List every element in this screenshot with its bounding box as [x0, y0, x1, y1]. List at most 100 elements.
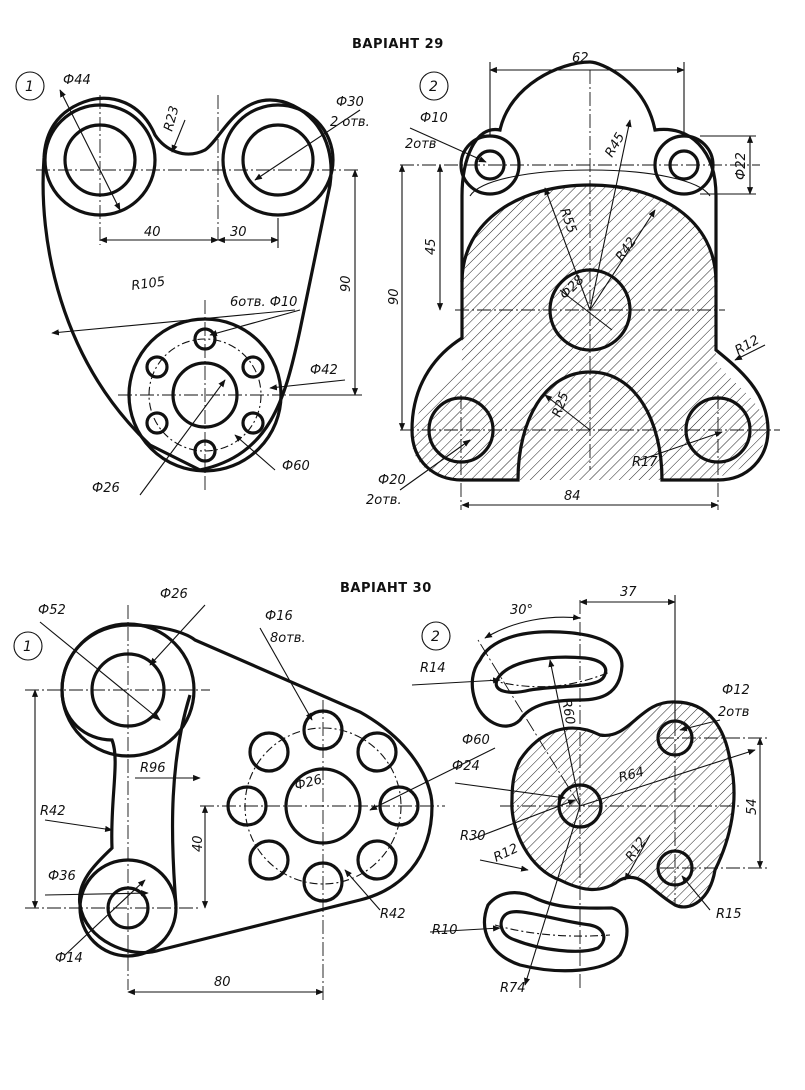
- part-1-drawing: 1: [13, 587, 496, 1000]
- dim-label: R15: [716, 907, 742, 922]
- bolt-hole: [248, 839, 290, 881]
- dim-label: R105: [130, 274, 166, 294]
- dim-label: R12: [733, 333, 763, 359]
- bolt-hole: [145, 355, 169, 379]
- dim-label: 30: [230, 225, 247, 240]
- leader-line: [429, 925, 501, 933]
- part-2-drawing: 2: [366, 51, 780, 510]
- dim-label: Ф42: [310, 363, 338, 378]
- part-number: 1: [25, 79, 34, 95]
- part-number-circle: [421, 621, 451, 651]
- dim-label: R60: [558, 698, 577, 726]
- leader-line: [149, 604, 206, 666]
- bolt-hole: [356, 839, 398, 881]
- dim-label: Ф52: [38, 603, 66, 618]
- dim-label: 30°: [510, 603, 533, 618]
- leader-line: [681, 875, 711, 911]
- part-outline: [41, 96, 333, 472]
- leader-line: [44, 819, 113, 833]
- leader-line: [269, 379, 346, 391]
- leader-line: [259, 627, 313, 721]
- leader-line: [544, 187, 591, 311]
- dim-label: Ф26: [293, 772, 324, 794]
- dim-label: Ф20: [378, 473, 406, 488]
- dim-label: Ф10: [420, 111, 448, 126]
- dim-label: Ф24: [452, 759, 480, 774]
- leader-line: [624, 834, 651, 881]
- leader-line: [411, 677, 501, 686]
- dim-label: R42: [380, 907, 406, 922]
- leader-line: [59, 89, 121, 211]
- dim-label: Ф60: [462, 733, 490, 748]
- dim-label: R14: [420, 661, 446, 676]
- part-1-drawing: 1: [15, 71, 370, 496]
- part-number-circle: [15, 71, 45, 101]
- dim-label: 2 отв.: [330, 115, 370, 130]
- arc-r74: [494, 924, 611, 937]
- dim-label: Ф16: [265, 609, 293, 624]
- leader-line: [579, 749, 756, 807]
- leader-line: [469, 799, 576, 841]
- leader-line: [679, 719, 721, 732]
- variant-title: ВАРІАНТ 30: [340, 581, 432, 596]
- leader-line: [639, 431, 723, 461]
- leader-line: [399, 439, 471, 491]
- slot-upper: [494, 655, 608, 694]
- leader-line: [171, 119, 186, 153]
- dim-label: R74: [500, 981, 526, 996]
- leader-line: [139, 379, 226, 496]
- part-number: 2: [429, 79, 438, 95]
- variant-30: ВАРІАНТ 30 1: [13, 581, 770, 1000]
- bolt-hole: [145, 411, 169, 435]
- dim-label: R42: [40, 804, 66, 819]
- dim-label: Ф12: [722, 683, 750, 698]
- leader-line: [589, 119, 632, 311]
- dim-label: 80: [214, 975, 231, 990]
- part-outline: [410, 60, 770, 482]
- part-number-circle: [13, 631, 43, 661]
- dim-label: 2отв.: [366, 493, 402, 508]
- leader-line: [44, 890, 149, 897]
- dim-label: Ф26: [92, 481, 120, 496]
- dim-label: Ф30: [336, 95, 364, 110]
- dim-label: 2отв: [718, 705, 749, 720]
- dim-label: 84: [564, 489, 581, 504]
- variant-title: ВАРІАНТ 29: [352, 37, 444, 52]
- leader-line: [544, 394, 591, 431]
- hole-phi30: [241, 123, 315, 197]
- hatched-section: [510, 700, 736, 909]
- dim-label: R17: [632, 455, 658, 470]
- dim-label: R96: [140, 761, 166, 776]
- dim-label: Ф44: [63, 73, 91, 88]
- angle-arc: [484, 614, 581, 639]
- hatched-section: [411, 185, 768, 480]
- leader-line: [344, 869, 381, 911]
- bolt-hole: [241, 411, 265, 435]
- dim-label: R10: [432, 923, 458, 938]
- part-number: 2: [431, 629, 440, 645]
- dim-label: 62: [572, 51, 589, 66]
- dim-label: R23: [161, 104, 182, 133]
- leader-line: [409, 127, 487, 163]
- dim-label: Ф22: [734, 152, 749, 180]
- leader-line: [51, 309, 296, 336]
- dim-label: Ф36: [48, 869, 76, 884]
- leader-line: [559, 289, 613, 331]
- inner-arc: [170, 694, 192, 906]
- dim-label: R30: [460, 829, 486, 844]
- dim-label: 54: [745, 798, 760, 815]
- bolt-hole: [241, 355, 265, 379]
- dim-label: Ф60: [282, 459, 310, 474]
- dim-label: 40: [144, 225, 161, 240]
- slot-lower: [499, 910, 606, 953]
- part-number: 1: [23, 639, 32, 655]
- leader-line: [209, 309, 301, 337]
- arc-r60: [489, 671, 611, 688]
- dim-label: 40: [191, 835, 206, 852]
- dim-label: Ф26: [160, 587, 188, 602]
- boss-circle-right: [221, 103, 335, 217]
- dim-label: 6отв. Ф10: [230, 295, 297, 310]
- dim-label: R12: [491, 841, 521, 865]
- construction-line: [477, 639, 581, 807]
